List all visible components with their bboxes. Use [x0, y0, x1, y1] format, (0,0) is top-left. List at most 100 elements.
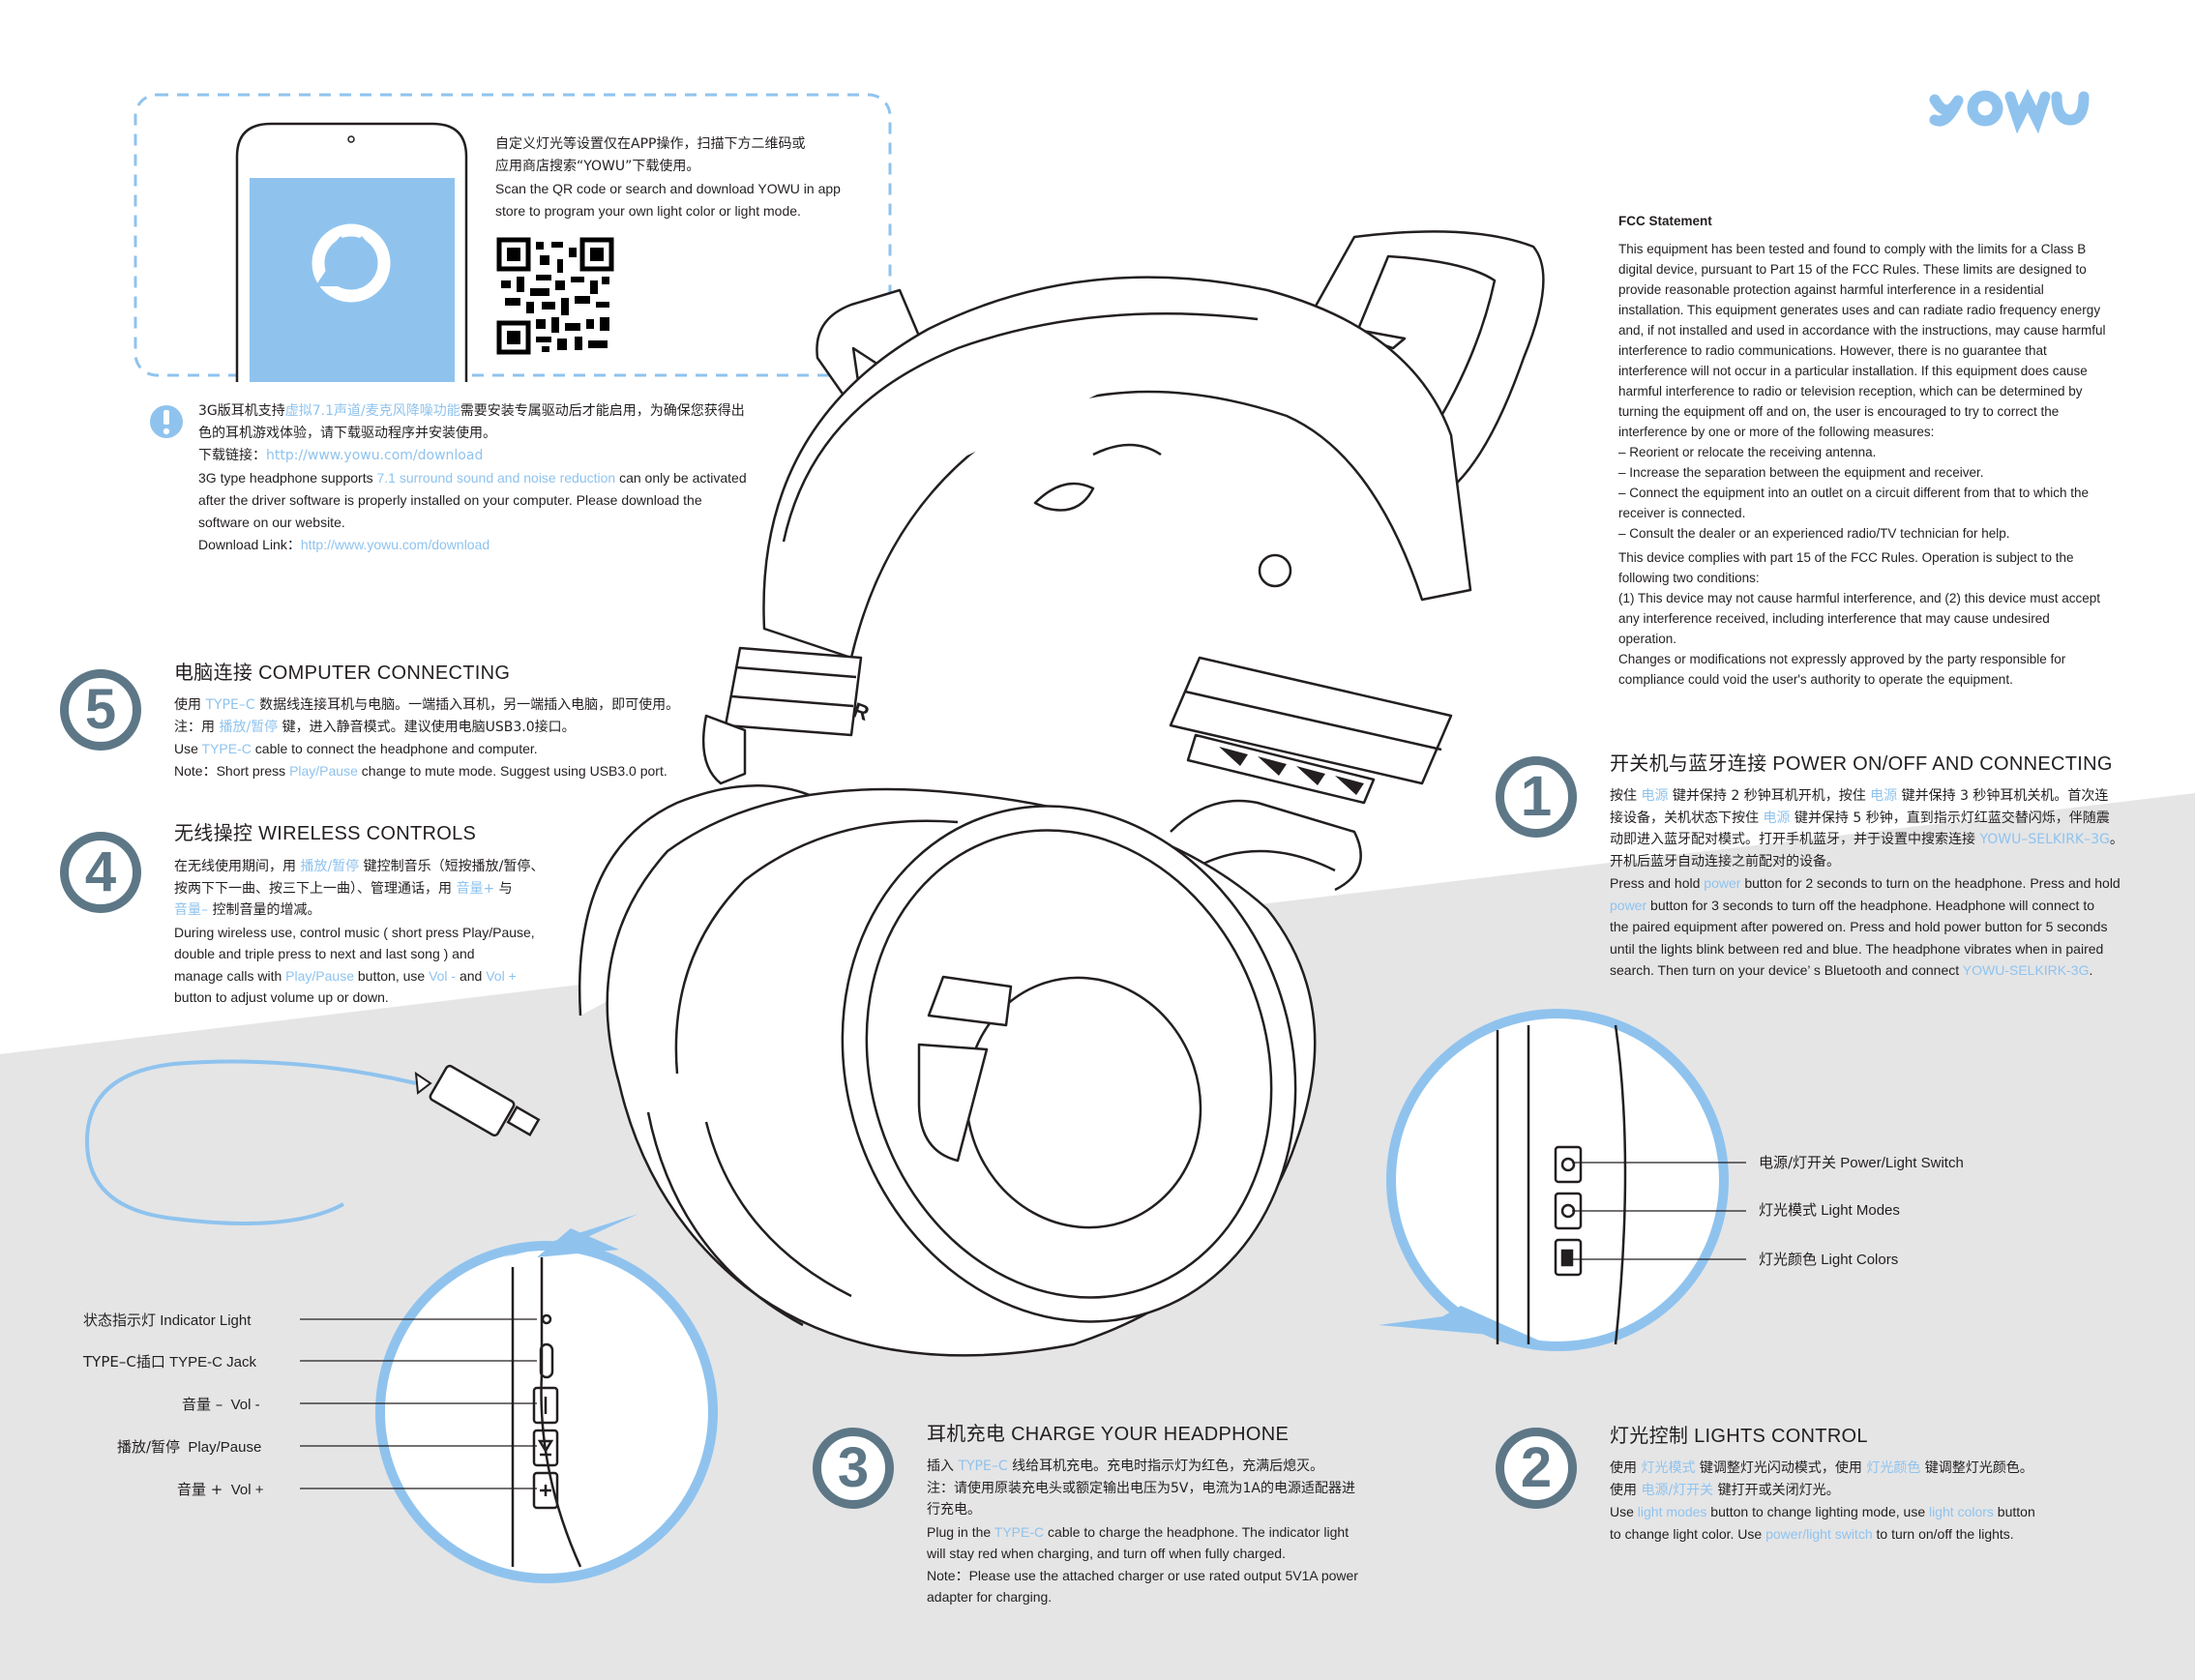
- highlight-text: TYPE–C: [205, 697, 255, 713]
- highlight-text: TYPE-C: [994, 1523, 1045, 1540]
- body-text: Note：Short press: [174, 762, 290, 779]
- body-text: to change light color. Use: [1610, 1525, 1766, 1542]
- highlight-text: 电源: [1641, 788, 1669, 804]
- highlight-text: 播放/暂停: [219, 719, 279, 735]
- body-line: search. Then turn on your device’ s Blue…: [1610, 959, 2151, 982]
- notice-highlight: 虚拟7.1声道/麦克风降噪功能: [284, 403, 460, 419]
- body-line: will stay red when charging, and turn of…: [927, 1546, 1286, 1561]
- body-text: 接设备，关机状态下按住: [1610, 810, 1764, 826]
- section-2-title: 灯光控制 LIGHTS CONTROL: [1610, 1420, 1868, 1448]
- alert-icon: [150, 405, 183, 438]
- highlight-text: TYPE–C: [958, 1459, 1008, 1474]
- section-3-title: 耳机充电 CHARGE YOUR HEADPHONE: [927, 1418, 1289, 1446]
- section-4-title-en: WIRELESS CONTROLS: [258, 823, 477, 844]
- body-text: 键并保持 5 秒钟，直到指示灯红蓝交替闪烁，伴随震: [1790, 810, 2110, 826]
- body-line: until the lights blink between red and b…: [1610, 940, 2104, 957]
- body-line: 行充电。: [927, 1502, 981, 1518]
- highlight-text: YOWU–SELKIRK–3G: [1979, 832, 2110, 847]
- app-box-en-1: Scan the QR code or search and download …: [495, 181, 841, 196]
- body-line: Use light modes button to change lightin…: [1610, 1501, 2151, 1523]
- notice-text: can only be activated: [615, 470, 747, 486]
- body-line: 使用 TYPE–C 数据线连接耳机与电脑。一端插入耳机，另一端插入电脑，即可使用…: [174, 694, 755, 717]
- label-power-light-switch: 电源/灯开关 Power/Light Switch: [1759, 1152, 1964, 1172]
- fcc-title: FCC Statement: [1618, 214, 1712, 228]
- label-play-pause: 播放/暂停 Play/Pause: [117, 1436, 261, 1457]
- body-text: Use: [1610, 1504, 1638, 1519]
- fcc-line: – Connect the equipment into an outlet o…: [1618, 486, 2090, 500]
- fcc-paragraph-2: This device complies with part 15 of the…: [1618, 547, 2141, 690]
- section-1-title-en: POWER ON/OFF AND CONNECTING: [1772, 753, 2113, 775]
- download-link[interactable]: http://www.yowu.com/download: [300, 537, 490, 552]
- highlight-text: TYPE-C: [201, 741, 252, 756]
- section-5-title-cn: 电脑连接: [174, 661, 253, 684]
- label-light-colors: 灯光颜色 Light Colors: [1759, 1249, 1898, 1269]
- section-4-body: 在无线使用期间，用 播放/暂停 键控制音乐（短按播放/暂停、 按两下下一曲、按三…: [174, 856, 580, 1009]
- fcc-line: operation.: [1618, 632, 1677, 646]
- body-text: Press and hold: [1610, 875, 1705, 891]
- highlight-text: power/light switch: [1765, 1525, 1873, 1542]
- body-line: Note：Short press Play/Pause change to mu…: [174, 760, 755, 782]
- step-3-badge: 3: [813, 1428, 894, 1509]
- app-box-en-2: store to program your own light color or…: [495, 203, 801, 219]
- section-4-title: 无线操控 WIRELESS CONTROLS: [174, 817, 476, 845]
- notice-text: after the driver software is properly in…: [198, 492, 702, 508]
- body-text: Vol -: [230, 1397, 260, 1413]
- fcc-line: This device complies with part 15 of the…: [1618, 550, 2074, 565]
- label-indicator-light: 状态指示灯 Indicator Light: [83, 1310, 251, 1330]
- app-box-cn-1: 自定义灯光等设置仅在APP操作，扫描下方二维码或: [495, 136, 806, 152]
- right-leader-lines: [1572, 1162, 1746, 1260]
- label-vol-minus: 音量 – Vol -: [182, 1394, 260, 1414]
- usb-cable: [84, 1059, 541, 1225]
- body-text: button to change lighting mode, use: [1706, 1504, 1929, 1519]
- body-text: button: [1993, 1504, 2035, 1519]
- body-line: 注：请使用原装充电头或额定输出电压为5V，电流为1A的电源适配器进: [927, 1480, 1355, 1496]
- fcc-line: – Consult the dealer or an experienced r…: [1618, 526, 2010, 541]
- highlight-text: power: [1610, 897, 1647, 913]
- body-line: 按住 电源 键并保持 2 秒钟耳机开机，按住 电源 键并保持 3 秒钟耳机关机。…: [1610, 785, 2151, 808]
- section-3-title-cn: 耳机充电: [927, 1422, 1006, 1445]
- app-box-text: 自定义灯光等设置仅在APP操作，扫描下方二维码或 应用商店搜索“YOWU”下载使…: [495, 133, 882, 222]
- body-text: 电源/灯开关: [1759, 1154, 1837, 1171]
- body-text: 灯光颜色: [1759, 1251, 1818, 1268]
- body-text: change to mute mode. Suggest using USB3.…: [357, 762, 667, 779]
- body-text: 数据线连接耳机与电脑。一端插入耳机，另一端插入电脑，即可使用。: [254, 697, 680, 713]
- section-2-title-en: LIGHTS CONTROL: [1694, 1426, 1868, 1447]
- section-5-body: 使用 TYPE–C 数据线连接耳机与电脑。一端插入耳机，另一端插入电脑，即可使用…: [174, 694, 755, 781]
- fcc-line: This equipment has been tested and found…: [1618, 242, 2087, 256]
- fcc-line: harmful interference to radio or televis…: [1618, 384, 2083, 398]
- phone-illustration: [235, 122, 468, 382]
- body-text: button for 3 seconds to turn off the hea…: [1646, 897, 2094, 913]
- body-text: Light Modes: [1821, 1202, 1900, 1219]
- body-text: 键控制音乐（短按播放/暂停、: [359, 859, 545, 874]
- fcc-line: receiver is connected.: [1618, 506, 1746, 520]
- body-text: Plug in the: [927, 1523, 994, 1540]
- driver-notice: 3G版耳机支持虚拟7.1声道/麦克风降噪功能需要安装专属驱动后才能启用，为确保您…: [198, 400, 779, 556]
- fcc-line: – Increase the separation between the eq…: [1618, 465, 1984, 480]
- body-text: 控制音量的增减。: [208, 902, 321, 918]
- body-text: 键打开或关闭灯光。: [1713, 1482, 1840, 1498]
- step-2-badge: 2: [1496, 1428, 1577, 1509]
- left-leader-lines: [300, 1318, 537, 1489]
- download-link[interactable]: http://www.yowu.com/download: [266, 448, 484, 463]
- body-text: 键，进入静音模式。建议使用电脑USB3.0接口。: [278, 719, 576, 735]
- highlight-text: 电源: [1763, 810, 1791, 826]
- body-text: search. Then turn on your device’ s Blue…: [1610, 962, 1963, 978]
- body-text: 键并保持 2 秒钟耳机开机，按住: [1668, 788, 1871, 804]
- highlight-text: 灯光模式: [1641, 1460, 1696, 1476]
- body-text: 音量 –: [182, 1396, 223, 1413]
- fcc-line: installation. This equipment generates u…: [1618, 303, 2101, 317]
- section-1-title: 开关机与蓝牙连接 POWER ON/OFF AND CONNECTING: [1610, 748, 2113, 776]
- body-text: Indicator Light: [160, 1312, 252, 1329]
- fcc-line: any interference received, including int…: [1618, 611, 2050, 626]
- body-text: 状态指示灯: [83, 1312, 157, 1329]
- body-text: TYPE–C插口: [83, 1353, 165, 1371]
- section-1-body: 按住 电源 键并保持 2 秒钟耳机开机，按住 电源 键并保持 3 秒钟耳机关机。…: [1610, 785, 2151, 982]
- left-magnifier: [375, 1214, 718, 1583]
- body-text: 键调整灯光闪动模式，使用: [1695, 1460, 1867, 1476]
- highlight-text: YOWU-SELKIRK-3G: [1962, 962, 2090, 978]
- body-text: 动即进入蓝牙配对模式。打开手机蓝牙，并于设置中搜索连接: [1610, 832, 1980, 847]
- fcc-statement: FCC Statement This equipment has been te…: [1618, 211, 2141, 690]
- body-line: 开机后蓝牙自动连接之前配对的设备。: [1610, 853, 1840, 869]
- notice-text: Download Link：: [198, 537, 301, 552]
